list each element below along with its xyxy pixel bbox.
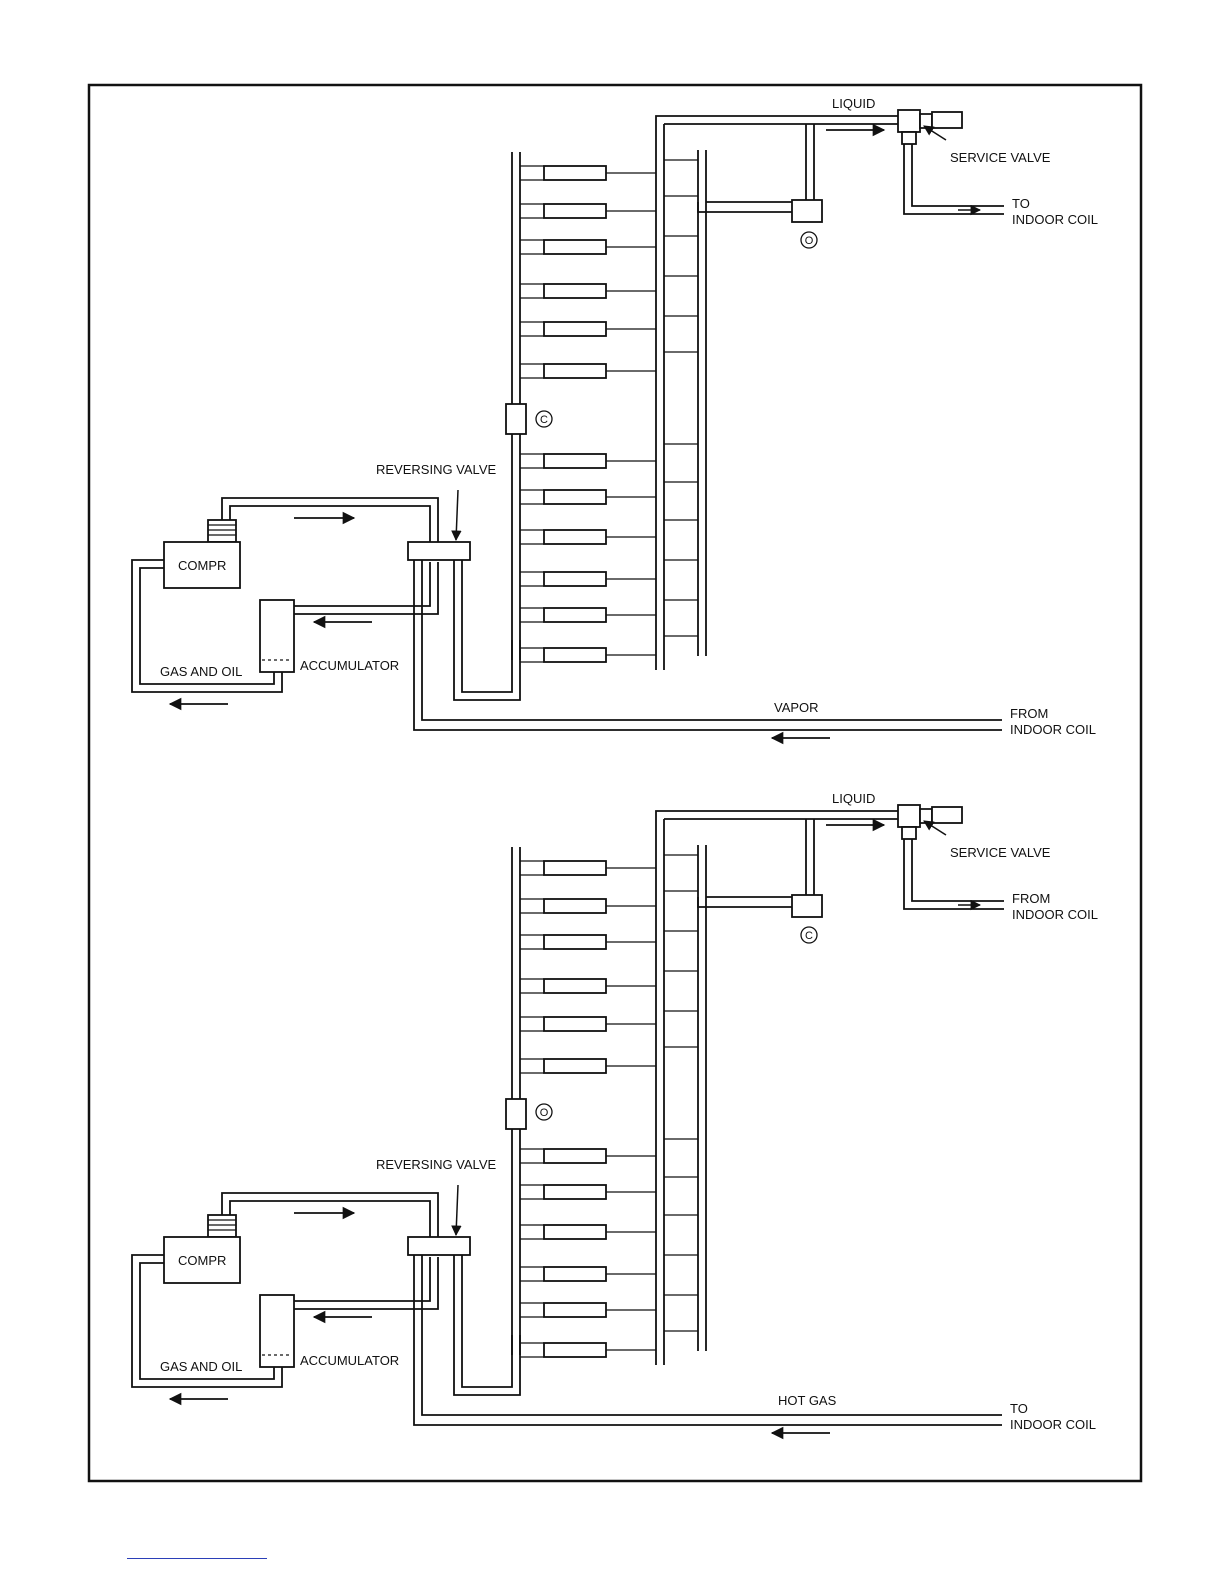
check-valve-mid-label: C	[540, 414, 548, 426]
return-line-label: VAPOR	[774, 700, 819, 715]
outlet-label-line1: FROM	[1012, 891, 1050, 906]
return-line-label: HOT GAS	[778, 1393, 837, 1408]
outlet-label-line2: INDOOR COIL	[1012, 212, 1098, 227]
liquid-label: LIQUID	[832, 96, 875, 111]
compressor-label: COMPR	[178, 558, 226, 573]
inlet-label-line2: INDOOR COIL	[1010, 1417, 1096, 1432]
accumulator-label: ACCUMULATOR	[300, 658, 399, 673]
service-valve-label: SERVICE VALVE	[950, 845, 1051, 860]
outlet-label-line1: TO	[1012, 196, 1030, 211]
footer-rule	[127, 1558, 267, 1559]
inlet-label-line1: FROM	[1010, 706, 1048, 721]
outlet-label-line2: INDOOR COIL	[1012, 907, 1098, 922]
heating-cycle-diagram: C O LIQUID SERVICE VALVE FROM INDOOR COI…	[132, 791, 1098, 1433]
gas-and-oil-label: GAS AND OIL	[160, 664, 242, 679]
check-valve-top-label: O	[805, 235, 814, 247]
inlet-label-line1: TO	[1010, 1401, 1028, 1416]
gas-and-oil-label: GAS AND OIL	[160, 1359, 242, 1374]
check-valve-top-label: C	[805, 930, 813, 942]
compressor-label: COMPR	[178, 1253, 226, 1268]
liquid-label: LIQUID	[832, 791, 875, 806]
check-valve-mid-label: O	[540, 1107, 549, 1119]
cooling-cycle-diagram: O C LIQUID SERVICE VALVE TO INDOOR COIL …	[132, 96, 1098, 738]
service-valve-label: SERVICE VALVE	[950, 150, 1051, 165]
reversing-valve-label: REVERSING VALVE	[376, 1157, 496, 1172]
diagram-frame	[89, 85, 1141, 1481]
accumulator-label: ACCUMULATOR	[300, 1353, 399, 1368]
inlet-label-line2: INDOOR COIL	[1010, 722, 1096, 737]
reversing-valve-label: REVERSING VALVE	[376, 462, 496, 477]
